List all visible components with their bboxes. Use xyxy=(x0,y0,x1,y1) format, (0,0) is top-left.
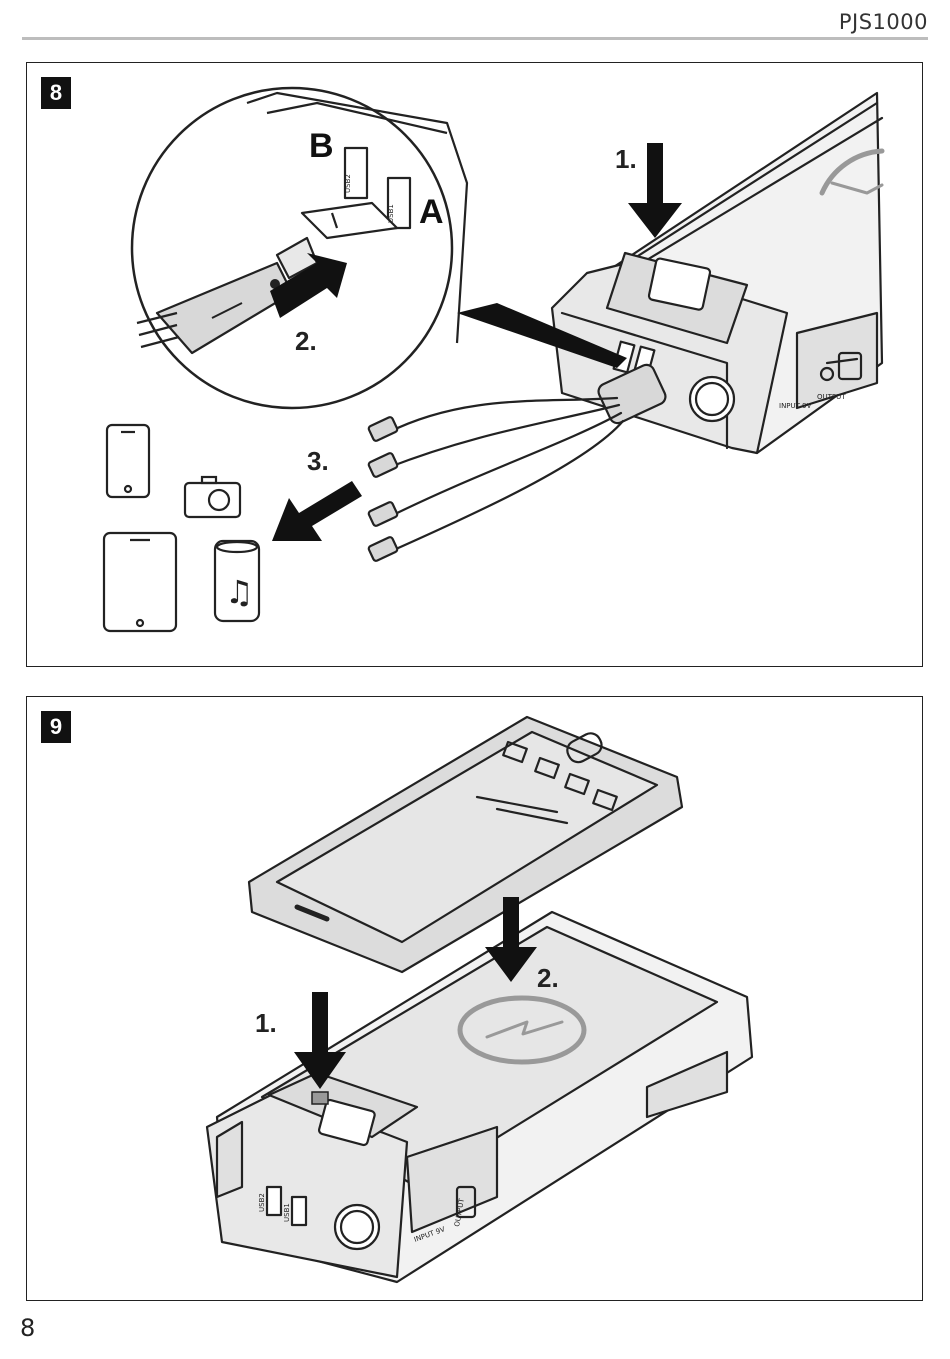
press-arrow-step1 xyxy=(294,992,346,1089)
zoom-detail-circle: B A USB2 USB1 xyxy=(130,86,469,410)
press-arrow-step1 xyxy=(628,143,682,238)
step-3-label: 3. xyxy=(307,446,329,476)
power-bank-device xyxy=(205,910,754,1284)
input-9v-label: INPUT 9V xyxy=(779,402,812,410)
output-arrow-step3 xyxy=(272,481,362,541)
document-model-name: PJS1000 xyxy=(838,10,928,34)
place-phone-arrow-step2 xyxy=(485,897,537,982)
step-1-label: 1. xyxy=(615,144,637,174)
figure-9-illustration: 2. 1. INPUT 9V OUTPUT USB2 USB1 xyxy=(205,715,754,1284)
figure-9-number: 9 xyxy=(41,711,71,743)
figure-8-illustration: B A USB2 USB1 1. 2. 3. INPUT 9V OUTPUT ♫ xyxy=(102,86,885,633)
figure-8-number: 8 xyxy=(41,77,71,109)
power-button-icon xyxy=(311,1091,329,1105)
port-a-label: A xyxy=(419,193,444,231)
usb1-label: USB1 xyxy=(387,204,395,223)
smartphone-on-top xyxy=(247,715,684,974)
usb2-label: USB2 xyxy=(258,1193,266,1212)
step-1-label: 1. xyxy=(255,1008,277,1038)
usb1-label: USB1 xyxy=(283,1203,291,1222)
figure-9: 9 xyxy=(26,696,923,1301)
header-rule xyxy=(22,37,928,40)
port-b-label: B xyxy=(309,127,334,165)
music-note-icon: ♫ xyxy=(225,573,254,611)
page-number: 8 xyxy=(20,1314,36,1342)
smartphone-icon xyxy=(105,423,151,499)
tablet-icon xyxy=(102,531,178,633)
figure-8: 8 xyxy=(26,62,923,667)
camera-icon xyxy=(183,481,242,519)
output-label: OUTPUT xyxy=(817,393,846,401)
step-2-label: 2. xyxy=(537,963,559,993)
usb2-label: USB2 xyxy=(344,174,352,193)
step-2-label: 2. xyxy=(295,326,317,356)
